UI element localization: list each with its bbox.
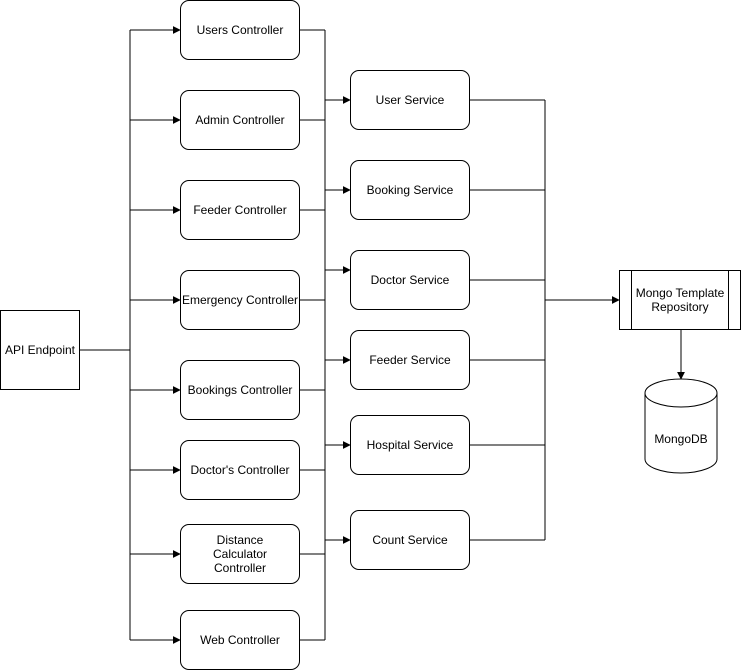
api-endpoint-label: API Endpoint <box>4 343 76 357</box>
feeder-controller-node[interactable]: Feeder Controller <box>180 180 300 240</box>
users-controller-label: Users Controller <box>196 23 284 37</box>
distance-calculator-controller-label: Distance Calculator Controller <box>212 533 268 575</box>
emergency-controller-label: Emergency Controller <box>181 293 299 307</box>
booking-service-label: Booking Service <box>366 183 454 197</box>
doctors-controller-label: Doctor's Controller <box>190 463 290 477</box>
doctor-service-label: Doctor Service <box>370 273 450 287</box>
hospital-service-node[interactable]: Hospital Service <box>350 415 470 475</box>
count-service-label: Count Service <box>372 533 448 547</box>
user-service-node[interactable]: User Service <box>350 70 470 130</box>
admin-controller-node[interactable]: Admin Controller <box>180 90 300 150</box>
cylinder-body <box>644 393 718 474</box>
repository-label: Mongo Template Repository <box>635 286 725 314</box>
cylinder-top <box>644 378 718 408</box>
feeder-controller-label: Feeder Controller <box>193 203 287 217</box>
bookings-controller-label: Bookings Controller <box>187 383 293 397</box>
emergency-controller-node[interactable]: Emergency Controller <box>180 270 300 330</box>
users-controller-node[interactable]: Users Controller <box>180 0 300 60</box>
doctors-controller-node[interactable]: Doctor's Controller <box>180 440 300 500</box>
web-controller-node[interactable]: Web Controller <box>180 610 300 670</box>
api-endpoint-node[interactable]: API Endpoint <box>0 310 80 390</box>
distance-calculator-controller-node[interactable]: Distance Calculator Controller <box>180 524 300 584</box>
hospital-service-label: Hospital Service <box>366 438 454 452</box>
user-service-label: User Service <box>375 93 445 107</box>
repository-inner-box: Mongo Template Repository <box>631 271 729 329</box>
booking-service-node[interactable]: Booking Service <box>350 160 470 220</box>
bookings-controller-node[interactable]: Bookings Controller <box>180 360 300 420</box>
mongo-template-repository-node[interactable]: Mongo Template Repository <box>619 270 741 330</box>
mongodb-cylinder[interactable] <box>643 377 719 475</box>
mongodb-label: MongoDB <box>654 432 708 446</box>
feeder-service-label: Feeder Service <box>369 353 451 367</box>
feeder-service-node[interactable]: Feeder Service <box>350 330 470 390</box>
web-controller-label: Web Controller <box>200 633 280 647</box>
count-service-node[interactable]: Count Service <box>350 510 470 570</box>
admin-controller-label: Admin Controller <box>195 113 285 127</box>
doctor-service-node[interactable]: Doctor Service <box>350 250 470 310</box>
